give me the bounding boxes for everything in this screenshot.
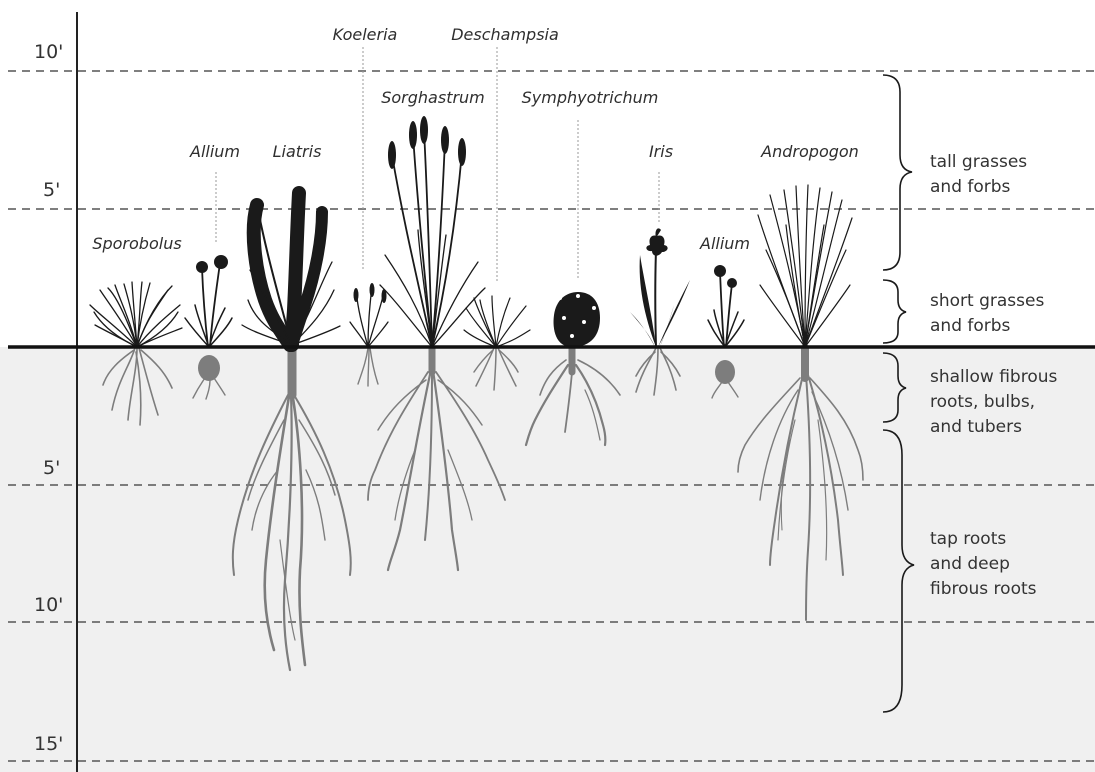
label-allium-2: Allium — [700, 236, 750, 252]
plant-deschampsia — [464, 296, 530, 347]
label-allium-1: Allium — [190, 144, 240, 160]
plant-sporobolus — [90, 282, 182, 347]
plant-koeleria — [350, 283, 388, 347]
label-sorghastrum: Sorghastrum — [381, 90, 485, 106]
tick-label-5ft-below: 5' — [43, 459, 60, 478]
zone-label-shallow: shallow fibrous roots, bulbs, and tubers — [930, 365, 1057, 440]
plant-liatris — [242, 193, 340, 347]
zone-label-tall: tall grasses and forbs — [930, 150, 1027, 200]
plant-allium-2 — [708, 265, 744, 347]
label-andropogon: Andropogon — [761, 144, 859, 160]
label-sporobolus: Sporobolus — [92, 236, 181, 252]
brace-short — [883, 280, 906, 343]
zone-label-short: short grasses and forbs — [930, 289, 1044, 339]
plant-iris — [630, 228, 690, 347]
zone-label-deep: tap roots and deep fibrous roots — [930, 527, 1037, 602]
label-liatris: Liatris — [273, 144, 322, 160]
tick-label-10ft-below: 10' — [34, 596, 63, 615]
label-deschampsia: Deschampsia — [451, 27, 559, 43]
tick-label-15ft-below: 15' — [34, 735, 63, 754]
plant-symphyotrichum — [554, 292, 600, 347]
label-koeleria: Koeleria — [333, 27, 398, 43]
tick-label-10ft-above: 10' — [34, 43, 63, 62]
label-symphyotrichum: Symphyotrichum — [522, 90, 659, 106]
label-leaders — [216, 47, 659, 282]
brace-tall — [883, 75, 912, 270]
label-iris: Iris — [649, 144, 673, 160]
plant-allium-1 — [185, 255, 232, 347]
tick-label-5ft-above: 5' — [43, 181, 60, 200]
